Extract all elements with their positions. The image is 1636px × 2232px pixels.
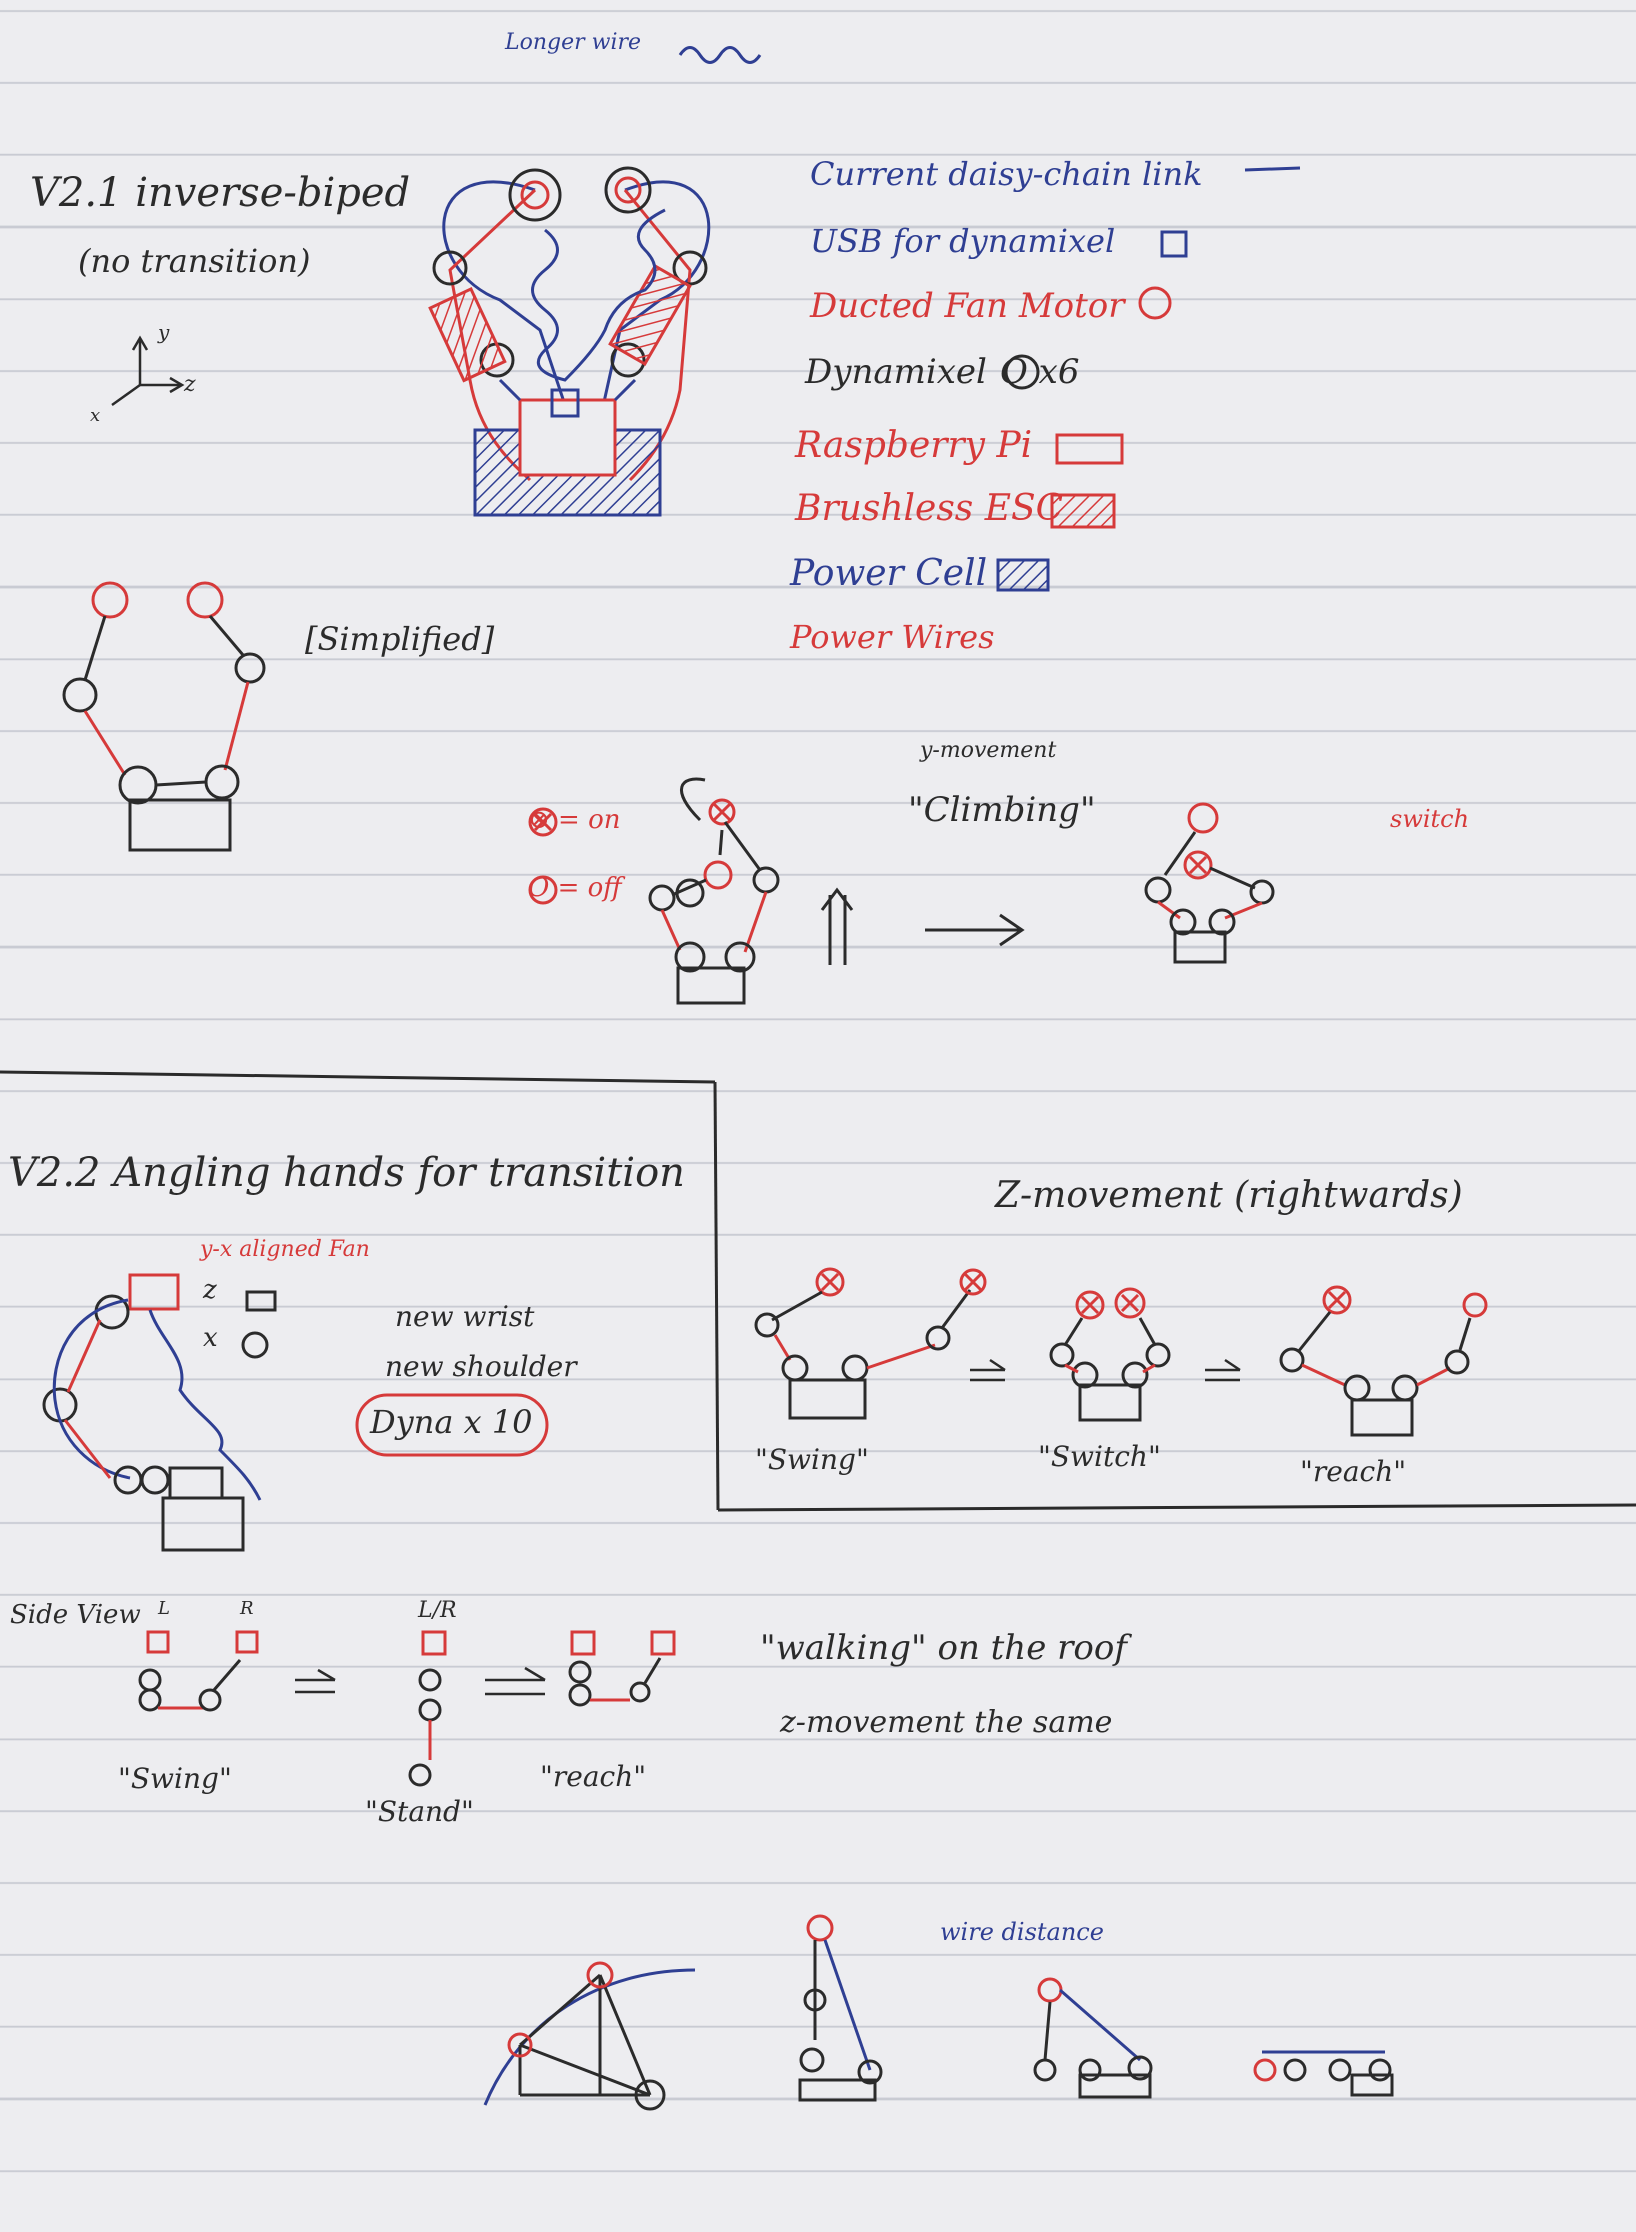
v21-subtitle: (no transition): [78, 242, 311, 280]
side-arrows: [295, 1666, 546, 1696]
y-movement-label: y-movement: [920, 738, 1057, 763]
bottom-sketch-3: [1033, 1977, 1153, 2099]
legend-dynamixel-count: O x6: [1000, 352, 1080, 392]
switch-label: switch: [1390, 805, 1470, 833]
side-L-label: L: [158, 1598, 170, 1619]
legend-item-ducted-fan: Ducted Fan Motor: [810, 286, 1125, 326]
top-note: Longer wire: [505, 30, 642, 55]
top-squiggle: [678, 46, 762, 64]
v21-title: V2.1 inverse-biped: [30, 170, 411, 216]
new-wrist-label: new wrist: [395, 1300, 535, 1333]
climb-sketch-2: [1144, 802, 1275, 964]
axis-icon: [111, 335, 185, 407]
z-movement-title: Z-movement (rightwards): [995, 1175, 1463, 1216]
axis-x-label: x: [90, 405, 101, 426]
z-switch-sketch: [1049, 1287, 1171, 1422]
bottom-sketch-2: [798, 1914, 883, 2102]
wire-distance-label: wire distance: [940, 1918, 1104, 1946]
axis-z-label: z: [184, 372, 196, 397]
legend-item-power-wires: Power Wires: [790, 618, 995, 656]
climbing-label: "Climbing": [908, 790, 1096, 830]
legend-item-esc: Brushless ESC: [795, 488, 1064, 529]
legend-item-dynamixel: Dynamixel: [805, 352, 987, 392]
side-reach-sketch: [568, 1630, 676, 1707]
side-reach-label: "reach": [540, 1760, 647, 1793]
dyna-x10-label: Dyna x 10: [370, 1403, 533, 1441]
legend-item-power-cell: Power Cell: [790, 553, 988, 594]
walking-label: "walking" on the roof: [760, 1628, 1127, 1668]
side-LR-label: L/R: [418, 1598, 457, 1623]
climb-arrows: [820, 887, 1025, 965]
legend-item-daisy-chain: Current daisy-chain link: [810, 155, 1203, 193]
side-swing-sketch: [138, 1630, 259, 1712]
side-swing-label: "Swing": [118, 1762, 232, 1795]
z-reach-label: "reach": [1300, 1455, 1407, 1488]
side-stand-label: "Stand": [365, 1795, 474, 1828]
side-stand-sketch: [408, 1630, 447, 1787]
side-R-label: R: [240, 1598, 254, 1619]
legend-item-raspberry-pi: Raspberry Pi: [795, 425, 1033, 466]
z-swing-label: "Swing": [755, 1443, 869, 1476]
simplified-label: [Simplified]: [305, 620, 495, 658]
on-label: ⊗ = on: [528, 805, 621, 835]
simplified-sketch: [62, 581, 266, 852]
axis-y-label: y: [158, 320, 170, 344]
bottom-sketch-4: [1253, 2050, 1394, 2097]
yx-fan-label: y-x aligned Fan: [200, 1237, 370, 1262]
bottom-sketch-1: [483, 1961, 696, 2111]
z-same-label: z-movement the same: [780, 1705, 1113, 1740]
legend-item-usb: USB for dynamixel: [810, 222, 1116, 260]
side-view-label: Side View: [10, 1600, 141, 1630]
off-label: O = off: [528, 873, 622, 903]
z-arrows: [970, 1358, 1241, 1382]
z-swing-sketch: [754, 1267, 987, 1420]
z-mini-label: z: [203, 1275, 217, 1305]
z-reach-sketch: [1279, 1285, 1488, 1437]
v22-title: V2.2 Angling hands for transition: [8, 1150, 685, 1196]
x-mini-label: x: [203, 1323, 218, 1353]
z-switch-label: "Switch": [1038, 1440, 1161, 1473]
new-shoulder-label: new shoulder: [385, 1350, 577, 1383]
v21-robot-sketch: [428, 166, 711, 517]
